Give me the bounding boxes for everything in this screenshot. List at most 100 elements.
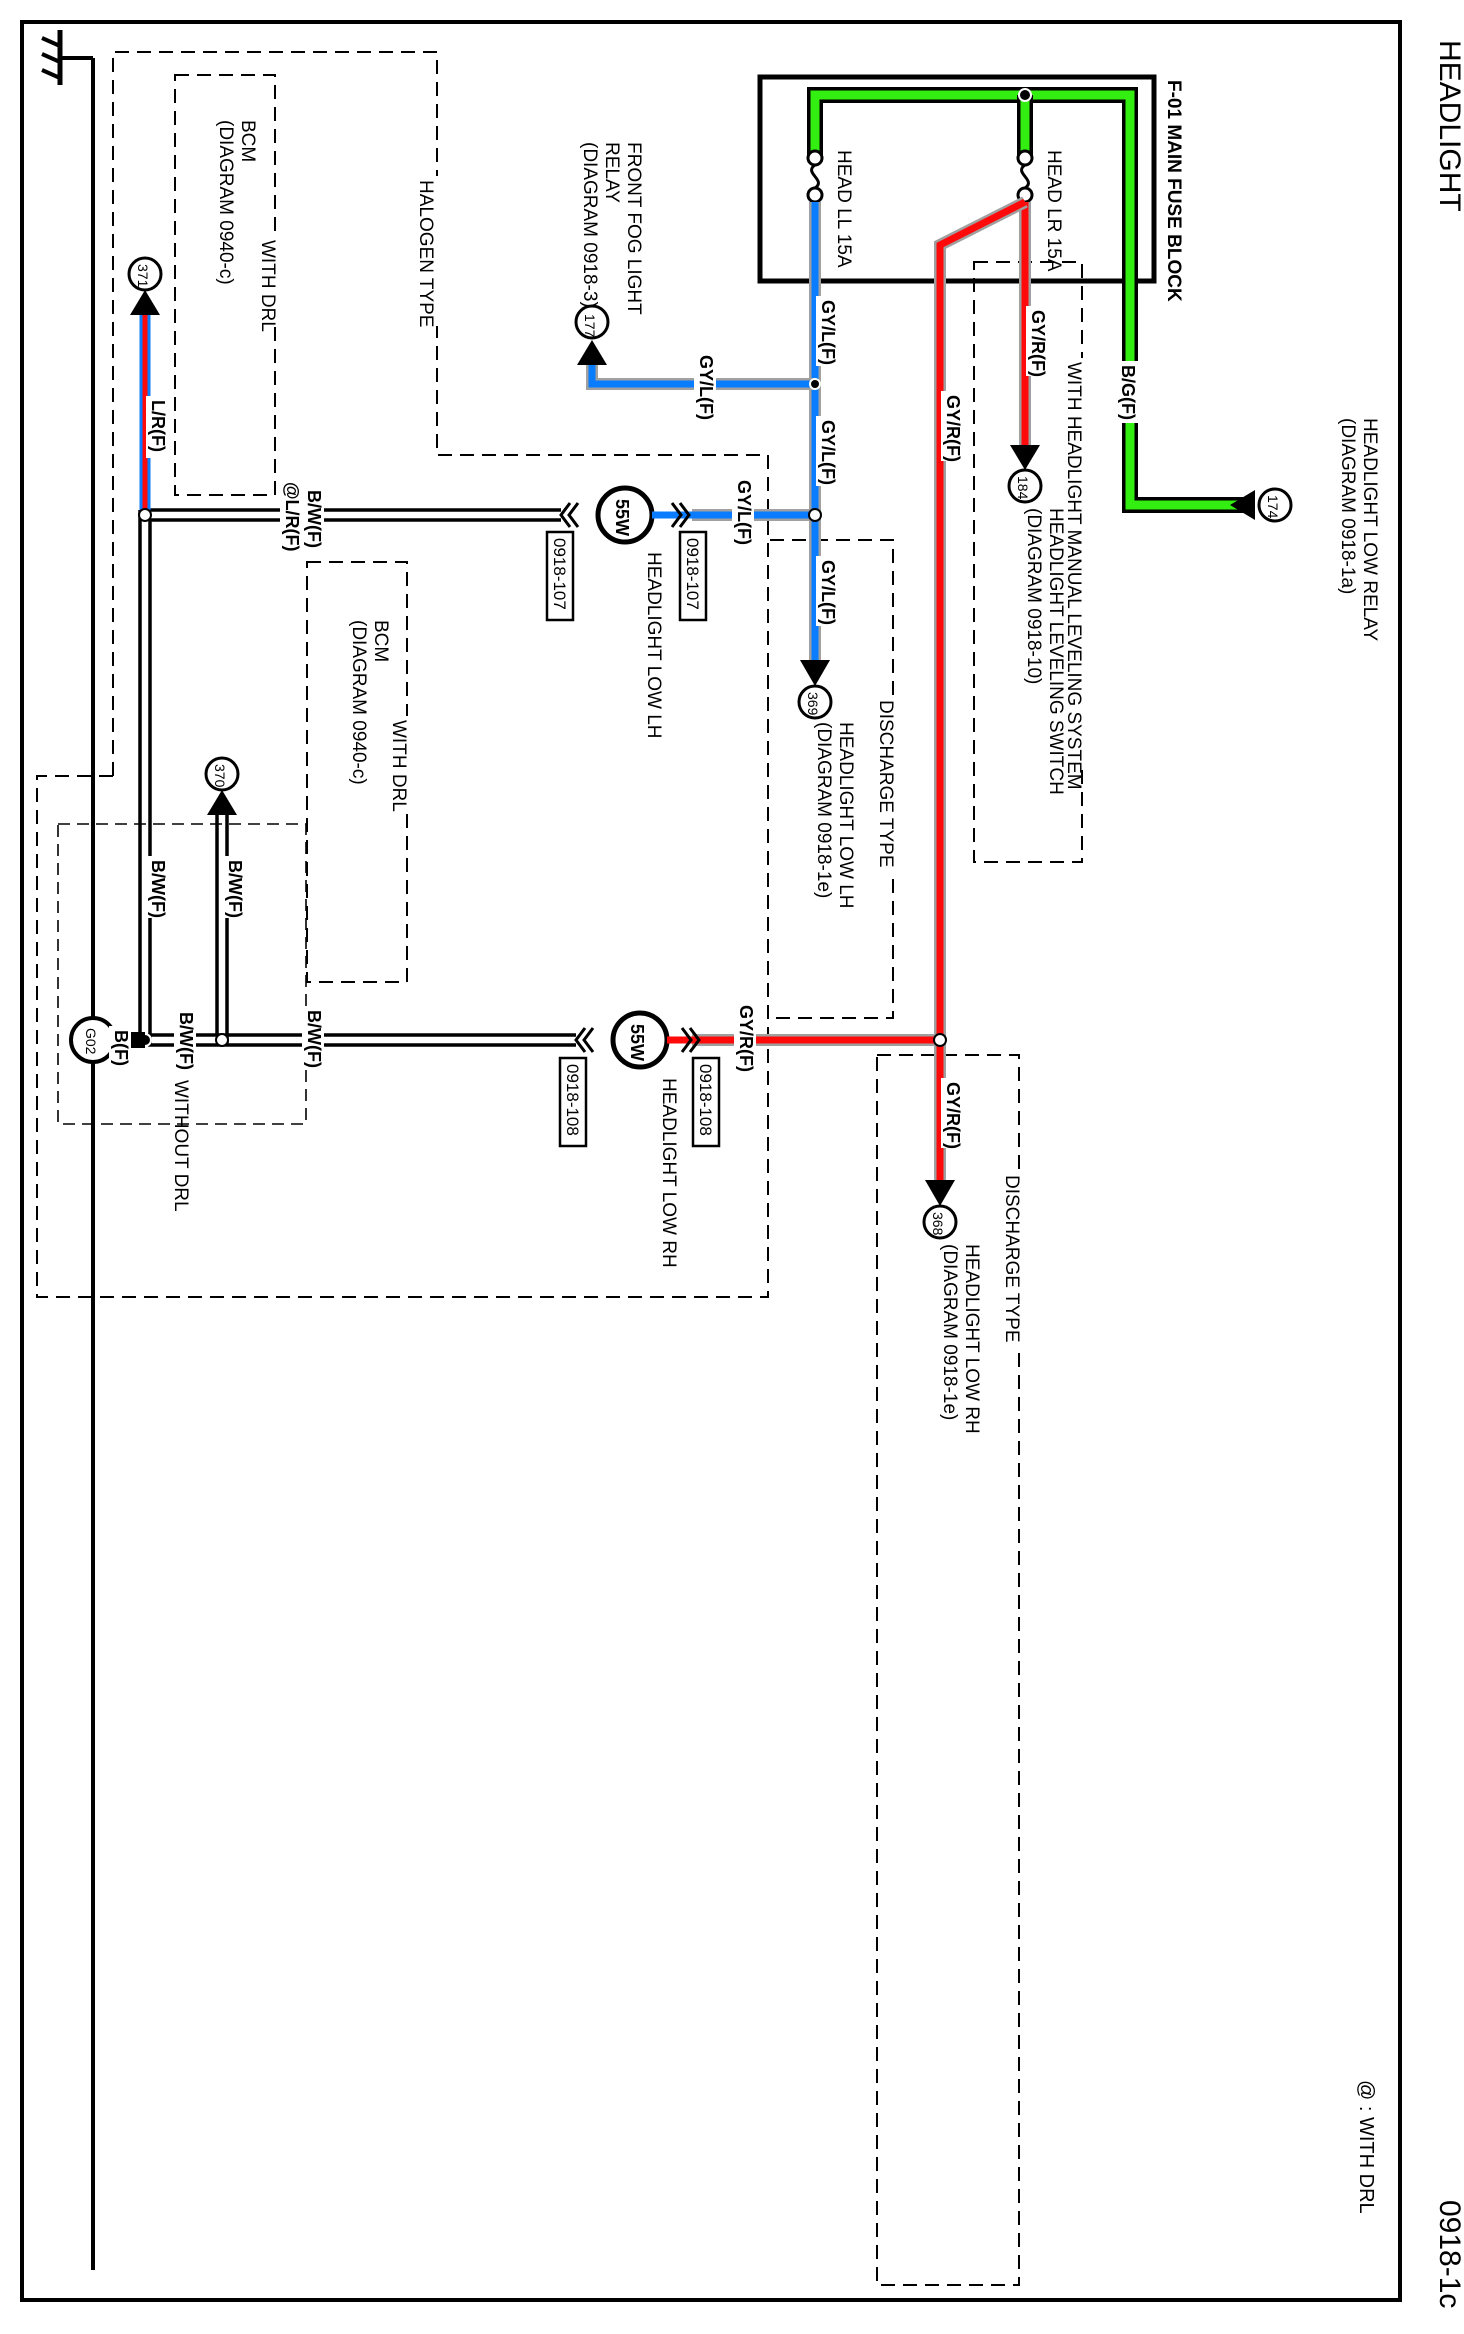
- connector-177[interactable]: [574, 304, 610, 340]
- wire-label-lr: L/R(F): [148, 400, 168, 452]
- wire-label-bw-lh-1: B/W(F): [304, 490, 324, 548]
- fuse-icon-ll: [806, 149, 824, 204]
- connector-370-id: 370: [212, 764, 228, 788]
- wire-label-gyr-1: GY/R(F): [1028, 310, 1048, 377]
- page-title: HEADLIGHT: [1433, 40, 1464, 212]
- lamp-lh-connector-out: 0918-107: [683, 538, 702, 610]
- connector-368-id: 368: [930, 1212, 946, 1236]
- lamp-rh-connector-out: 0918-108: [696, 1064, 715, 1136]
- chassis-ground-icon: [41, 30, 93, 85]
- arrow-177-icon: [577, 340, 607, 365]
- with-drl-label-2: WITH DRL: [388, 720, 409, 812]
- wire-label-b-ground: B(F): [111, 1030, 131, 1066]
- diagram-border: [20, 20, 1402, 2302]
- connector-371[interactable]: [127, 256, 163, 292]
- discharge-type-label-lh: DISCHARGE TYPE: [875, 700, 896, 868]
- fuse-label-lr: HEAD LR 15A: [1043, 150, 1064, 272]
- fuse-block-title: F-01 MAIN FUSE BLOCK: [1163, 80, 1184, 302]
- connector-box-lh-out: [678, 530, 708, 622]
- wire-label-bw-g: B/W(F): [176, 1012, 196, 1070]
- lamp-rh-connector-in: 0918-108: [563, 1064, 582, 1136]
- connector-174-id: 174: [1265, 495, 1281, 519]
- discharge-type-box-rh: [876, 1054, 1020, 2286]
- leveling-system-label: WITH HEADLIGHT MANUAL LEVELING SYSTEM: [1063, 362, 1084, 790]
- connector-chevron-icon: [680, 1027, 701, 1053]
- page-code: 0918-1c: [1433, 2200, 1464, 2308]
- arrow-184-icon: [1010, 445, 1040, 470]
- wire-label-gyr-2: GY/R(F): [943, 395, 963, 462]
- lamp-rh-name: HEADLIGHT LOW RH: [658, 1078, 679, 1268]
- connector-369-ref: (DIAGRAM 0918-1e): [813, 722, 834, 898]
- bcm-label-370: BCM: [370, 620, 391, 662]
- main-fuse-block: [757, 74, 1157, 284]
- junction-370: [215, 1033, 229, 1047]
- wire-label-bg: B/G(F): [1118, 365, 1138, 420]
- fog-relay-label-2: RELAY: [601, 142, 622, 203]
- without-drl-box: [57, 823, 307, 1125]
- headlight-low-rh[interactable]: [574, 1010, 701, 1070]
- arrow-368-icon: [925, 1180, 955, 1206]
- wire-label-bw-lh-2: @L/R(F): [282, 482, 302, 552]
- discharge-type-label-rh: DISCHARGE TYPE: [1001, 1175, 1022, 1343]
- connector-184[interactable]: [1007, 468, 1043, 504]
- connector-chevron-icon: [574, 1027, 595, 1053]
- wire-label-bw-v1: B/W(F): [148, 860, 168, 918]
- wire-label-gyl-3: GY/L(F): [818, 560, 838, 625]
- headlight-low-lh[interactable]: [559, 485, 692, 545]
- wire-label-bw-rh: B/W(F): [304, 1010, 324, 1068]
- wire-gyr: [692, 196, 1031, 1180]
- connector-chevron-icon: [559, 502, 580, 528]
- arrow-369-icon: [800, 660, 830, 686]
- bcm-ref-370: (DIAGRAM 0940-c): [348, 620, 369, 785]
- wire-label-gyr-4: GY/R(F): [943, 1082, 963, 1149]
- connector-368-label: HEADLIGHT LOW RH: [961, 1244, 982, 1434]
- legend-note: @ : WITH DRL: [1355, 2080, 1377, 2214]
- wire-gyl: [586, 202, 822, 660]
- fuse-label-ll: HEAD LL 15A: [833, 150, 854, 268]
- without-drl-label: WITHOUT DRL: [170, 1080, 191, 1212]
- arrow-371-icon: [130, 290, 160, 315]
- wire-label-gyr-3: GY/R(F): [736, 1005, 756, 1072]
- wire-label-gyl-1: GY/L(F): [818, 300, 838, 365]
- connector-369-id: 369: [805, 692, 821, 716]
- connector-box-rh-out: [691, 1056, 721, 1148]
- lamp-lh-connector-in: 0918-107: [550, 538, 569, 610]
- halogen-type-box: [36, 51, 769, 1298]
- connector-184-ref: (DIAGRAM 0918-10): [1023, 508, 1044, 684]
- connector-box-rh-in: [558, 1056, 588, 1148]
- lamp-lh-wattage: 55W: [612, 499, 632, 536]
- lamp-lh-name: HEADLIGHT LOW LH: [643, 552, 664, 739]
- connector-371-id: 371: [135, 264, 151, 288]
- wire-label-gyl-2: GY/L(F): [818, 420, 838, 485]
- wire-label-gyl-4: GY/L(F): [734, 480, 754, 545]
- connector-369[interactable]: [797, 684, 833, 720]
- wire-bw: [138, 508, 576, 1047]
- wire-bg: [807, 87, 1255, 513]
- bcm-label-371: BCM: [237, 120, 258, 162]
- ground-g02-id: G02: [83, 1028, 99, 1055]
- connector-369-label: HEADLIGHT LOW LH: [835, 722, 856, 909]
- junction-lh: [138, 508, 152, 522]
- connector-370[interactable]: [204, 756, 240, 792]
- connector-174-ref: (DIAGRAM 0918-1a): [1337, 418, 1358, 594]
- connector-177-id: 177: [582, 314, 598, 338]
- connector-174[interactable]: [1257, 487, 1293, 523]
- connector-368[interactable]: [922, 1204, 958, 1240]
- lamp-rh-wattage: 55W: [627, 1024, 647, 1061]
- wire-label-bw-v2: B/W(F): [225, 860, 245, 918]
- connector-chevron-icon: [670, 502, 691, 528]
- connector-174-label: HEADLIGHT LOW RELAY: [1359, 418, 1380, 641]
- with-drl-label-1: WITH DRL: [257, 240, 278, 332]
- connector-box-lh-in: [545, 530, 575, 622]
- arrow-370-icon: [207, 790, 237, 815]
- fog-relay-ref: (DIAGRAM 0918-3): [579, 142, 600, 308]
- arrow-174-icon: [1230, 490, 1255, 520]
- fog-relay-label-1: FRONT FOG LIGHT: [623, 142, 644, 315]
- connector-184-label: HEADLIGHT LEVELING SWITCH: [1045, 508, 1066, 795]
- connector-368-ref: (DIAGRAM 0918-1e): [939, 1244, 960, 1420]
- wire-label-gyl-fog: GY/L(F): [696, 355, 716, 420]
- fuse-icon-lr: [1016, 149, 1034, 204]
- halogen-type-label: HALOGEN TYPE: [415, 180, 436, 327]
- connector-184-id: 184: [1015, 476, 1031, 500]
